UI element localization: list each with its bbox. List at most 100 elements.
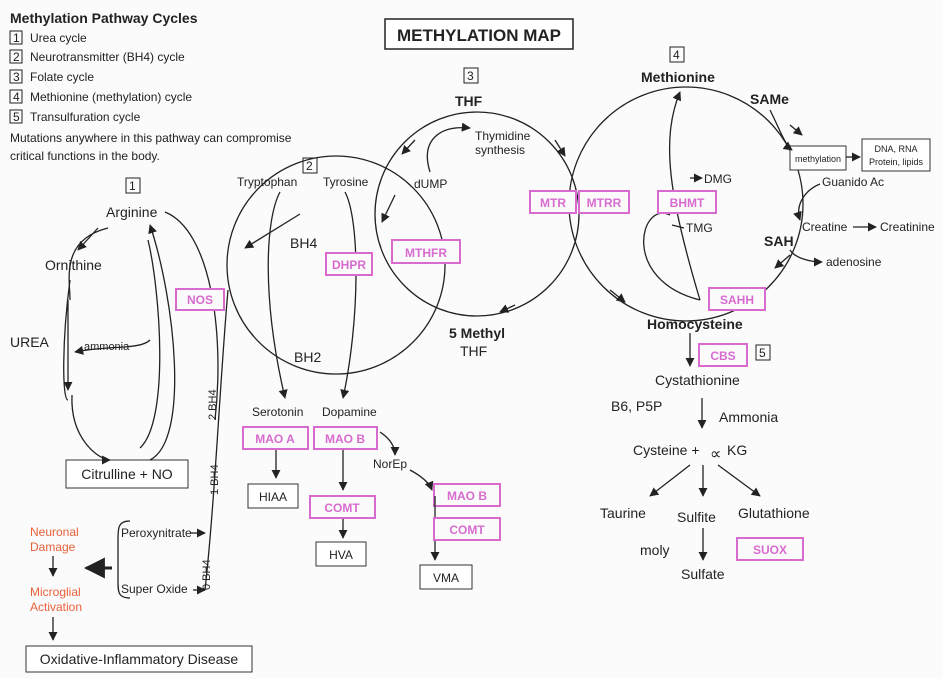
bh4-cycle: Tryptophan Tyrosine BH4 BH2 DHPR 2 BH4 1… [201, 175, 373, 591]
homocysteine-methionine-line [668, 91, 701, 301]
neuronal-damage-label-2: Damage [30, 540, 76, 554]
svg-text:MTR: MTR [540, 196, 566, 210]
stress-bracket [117, 520, 131, 599]
creatine-label: Creatine [802, 220, 848, 234]
cystathionine-label: Cystathionine [655, 372, 740, 388]
svg-text:MAO B: MAO B [447, 489, 487, 503]
alpha-symbol: ∝ [710, 446, 721, 463]
legend-label: Transulfuration cycle [30, 110, 141, 124]
mtrr-enzyme: MTRR [578, 190, 630, 214]
citrulline-box: Citrulline + NO [65, 459, 189, 489]
sahh-enzyme: SAHH [708, 287, 766, 311]
microglial-label-2: Activation [30, 600, 82, 614]
creatinine-label: Creatinine [880, 220, 935, 234]
sulfate-label: Sulfate [681, 566, 725, 582]
svg-text:3: 3 [467, 69, 474, 83]
b6-label: B6, P5P [611, 398, 662, 414]
folate-cycle: THF Thymidine synthesis dUMP 5 Methyl TH… [381, 93, 566, 359]
cycle-number-transsulfuration: 5 [755, 344, 771, 361]
ammonia-arrow [74, 339, 151, 355]
dump-arrow [426, 122, 471, 173]
mao-b2-enzyme: MAO B [433, 483, 501, 507]
methylation-box: methylation [789, 145, 847, 171]
norep-arrow [409, 469, 434, 491]
legend-label: Neurotransmitter (BH4) cycle [30, 50, 185, 64]
svg-text:DHPR: DHPR [332, 258, 366, 272]
taurine-arrow [649, 464, 691, 497]
methionine-cycle: Methionine SAMe methylation DNA, RNA Pro… [529, 69, 935, 332]
oxidative-stress: Peroxynitrate Super Oxide Neuronal Damag… [25, 520, 253, 673]
side-0bh4-label: 0 BH4 [201, 559, 213, 590]
svg-text:HIAA: HIAA [259, 490, 287, 504]
svg-text:Oxidative-Inflammatory Disease: Oxidative-Inflammatory Disease [40, 651, 239, 667]
legend-item-5: 5 Transulfuration cycle [9, 109, 141, 124]
adenosine-arrow [789, 249, 823, 267]
folate-arrow [499, 304, 516, 313]
peroxynitrate-label: Peroxynitrate [121, 526, 192, 540]
methionine-arrow [789, 124, 803, 136]
tryptophan-arrow [267, 191, 288, 399]
legend: Methylation Pathway Cycles 1 Urea cycle … [9, 10, 292, 163]
legend-num: 2 [13, 50, 20, 64]
svg-text:MTHFR: MTHFR [405, 246, 447, 260]
sulfite-label: Sulfite [677, 509, 716, 525]
legend-item-2: 2 Neurotransmitter (BH4) cycle [9, 49, 185, 64]
comt-enzyme: COMT [309, 495, 376, 519]
svg-text:BHMT: BHMT [670, 196, 705, 210]
bh2-label: BH2 [294, 349, 321, 365]
svg-text:HVA: HVA [329, 548, 353, 562]
products-box: DNA, RNA Protein, lipids [861, 138, 931, 172]
legend-note: Mutations anywhere in this pathway can c… [10, 131, 292, 145]
svg-text:Citrulline + NO: Citrulline + NO [81, 466, 173, 482]
methyl-thf-label-2: THF [460, 343, 487, 359]
legend-num: 4 [13, 90, 20, 104]
legend-label: Methionine (methylation) cycle [30, 90, 192, 104]
svg-text:MAO B: MAO B [325, 432, 365, 446]
bh4-label: BH4 [290, 235, 317, 251]
legend-label: Urea cycle [30, 31, 87, 45]
methionine-label: Methionine [641, 69, 715, 85]
side-1bh4-label: 1 BH4 [209, 464, 221, 495]
sah-label: SAH [764, 233, 794, 249]
taurine-label: Taurine [600, 505, 646, 521]
nos-enzyme: NOS [175, 288, 225, 311]
bh4-cycle-circle [226, 155, 446, 375]
folate-arrow [401, 139, 416, 155]
dmg-label: DMG [704, 172, 732, 186]
microglial-label: Microglial [30, 585, 81, 599]
disease-box: Oxidative-Inflammatory Disease [25, 645, 253, 673]
guanido-arrow [793, 183, 821, 221]
suox-enzyme: SUOX [736, 537, 804, 561]
cycle-number-urea: 1 [125, 177, 141, 194]
mthfr-enzyme: MTHFR [391, 239, 461, 264]
thf-label: THF [455, 93, 483, 109]
superoxide-label: Super Oxide [121, 582, 188, 596]
dump-label: dUMP [414, 177, 447, 191]
neuronal-damage-label: Neuronal [30, 525, 79, 539]
svg-text:5: 5 [759, 346, 766, 360]
same-label: SAMe [750, 91, 789, 107]
tryptophan-label: Tryptophan [237, 175, 297, 189]
ammonia-label: ammonia [84, 341, 130, 353]
tyrosine-arrow [340, 191, 357, 399]
dhpr-enzyme: DHPR [325, 252, 373, 276]
glutathione-arrow [717, 464, 761, 497]
dopamine-label: Dopamine [322, 405, 377, 419]
vma-box: VMA [419, 564, 473, 590]
page-title: METHYLATION MAP [384, 18, 574, 50]
norep-arrow [379, 431, 400, 456]
comt2-enzyme: COMT [433, 517, 501, 541]
neurotransmitter-pathway: Serotonin Dopamine MAO A MAO B HIAA COMT… [242, 405, 501, 590]
side-2bh4-label: 2 BH4 [207, 389, 219, 420]
cycle-number-bh4: 2 [302, 157, 318, 174]
methionine-arrow [774, 254, 791, 269]
urea-arrow [64, 279, 70, 401]
cycle-number-folate: 3 [463, 67, 479, 84]
thymidine-label: Thymidine [475, 129, 531, 143]
svg-text:4: 4 [673, 48, 680, 62]
svg-text:MAO A: MAO A [255, 432, 295, 446]
svg-text:NOS: NOS [187, 293, 213, 307]
cbs-enzyme: CBS [698, 343, 748, 367]
svg-text:COMT: COMT [324, 501, 360, 515]
